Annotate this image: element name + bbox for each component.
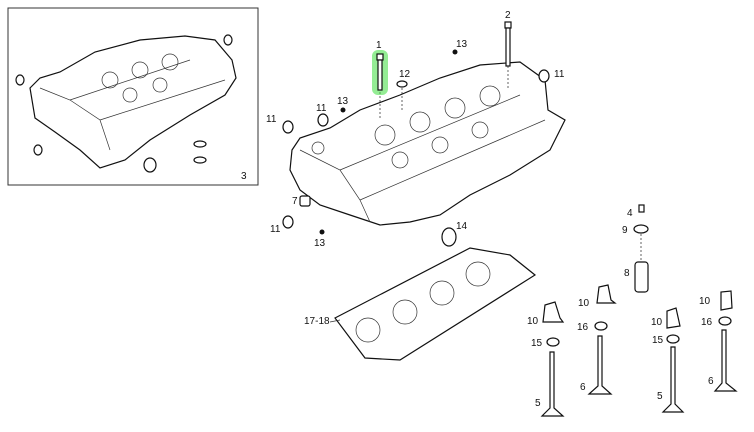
callout-label-12: 12 — [399, 69, 411, 80]
head-bolt-2 — [504, 21, 512, 67]
callout-label-15: 15 — [531, 338, 543, 349]
callout-label-13: 13 — [337, 96, 349, 107]
callout-label-13: 13 — [456, 39, 468, 50]
inset-cylinder-head-view: 3 — [7, 7, 259, 186]
gasket-label: 17-18 — [304, 316, 330, 327]
callout-label-15: 15 — [652, 335, 664, 346]
callout-label-16: 16 — [701, 317, 713, 328]
callout-label-6: 6 — [580, 382, 586, 393]
callout-label-4: 4 — [627, 208, 633, 219]
callout-label-16: 16 — [577, 322, 589, 333]
callout-label-10: 10 — [699, 296, 711, 307]
callout-label-2: 2 — [505, 10, 511, 21]
callout-label-10: 10 — [651, 317, 663, 328]
inset-label: 3 — [241, 171, 247, 182]
callout-label-5: 5 — [657, 391, 663, 402]
callout-label-11: 11 — [316, 103, 327, 114]
head-bolt-1-highlighted[interactable] — [372, 50, 388, 95]
callout-label-9: 9 — [622, 225, 628, 236]
callout-label-11: 11 — [554, 69, 565, 80]
callout-label-14: 14 — [456, 221, 468, 232]
callout-label-6: 6 — [708, 376, 714, 387]
callout-label-10: 10 — [527, 316, 539, 327]
callout-label-1[interactable]: 1 — [376, 40, 382, 51]
cylinder-head — [282, 49, 566, 247]
callout-label-7: 7 — [292, 196, 298, 207]
callout-label-11: 11 — [270, 224, 281, 235]
callout-label-8: 8 — [624, 268, 630, 279]
callout-label-5: 5 — [535, 398, 541, 409]
callout-label-11: 11 — [266, 114, 277, 125]
callout-label-10: 10 — [578, 298, 590, 309]
head-gasket: 17-18 — [304, 247, 537, 361]
callout-label-13: 13 — [314, 238, 326, 249]
valve-train-parts — [540, 204, 738, 417]
